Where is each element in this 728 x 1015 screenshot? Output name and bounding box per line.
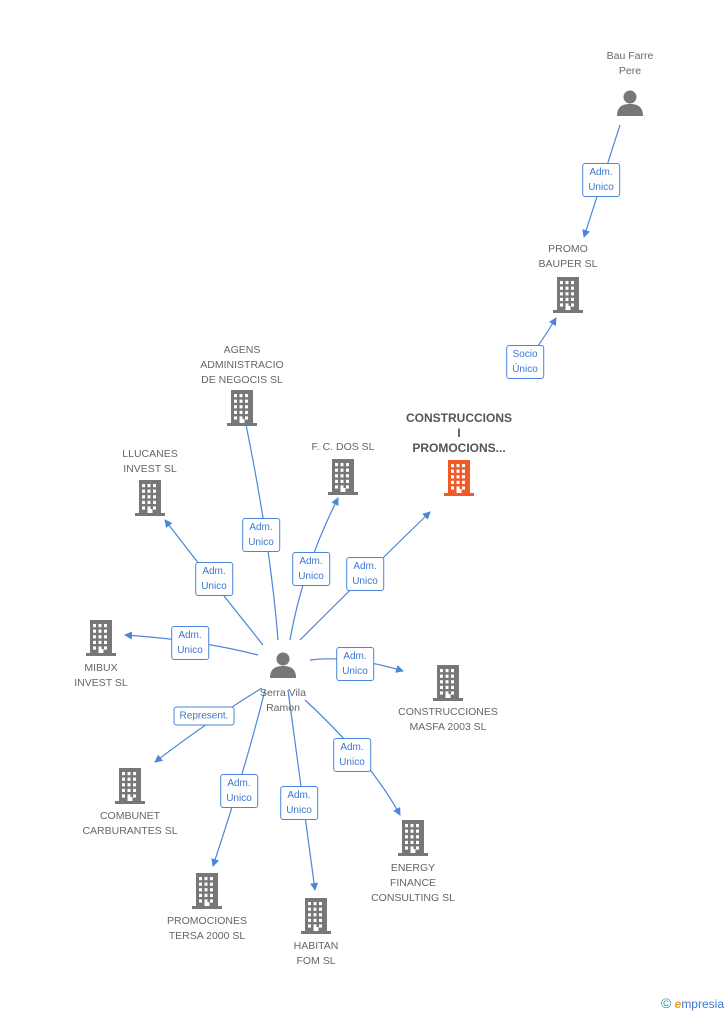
edge-label-serra-to-fcdos[interactable]: Adm. Unico	[292, 552, 330, 586]
node-label-mibux[interactable]: MIBUX INVEST SL	[74, 662, 128, 689]
node-label-promo_bauper[interactable]: PROMO BAUPER SL	[538, 243, 598, 270]
edge-label-serra-to-masfa[interactable]: Adm. Unico	[336, 647, 374, 681]
edge-label-serra-to-habitan[interactable]: Adm. Unico	[280, 786, 318, 820]
copyright-icon: ©	[660, 995, 672, 1011]
building-icon-agens[interactable]	[227, 390, 257, 431]
node-label-tersa[interactable]: PROMOCIONES TERSA 2000 SL	[167, 915, 247, 942]
building-icon-mibux[interactable]	[86, 620, 116, 661]
edge-serra-to-habitan	[287, 689, 319, 891]
node-label-fcdos[interactable]: F. C. DOS SL	[311, 441, 375, 453]
person-icon-bau[interactable]	[616, 89, 644, 122]
building-icon-masfa[interactable]	[433, 665, 463, 706]
building-icon-tersa[interactable]	[192, 873, 222, 914]
building-icon-construccions[interactable]	[444, 460, 474, 501]
person-icon-serra[interactable]	[269, 651, 297, 684]
building-icon-fcdos[interactable]	[328, 459, 358, 500]
node-label-bau[interactable]: Bau Farre Pere	[606, 50, 654, 77]
edge-label-bau-to-promo_bauper[interactable]: Adm. Unico	[582, 163, 620, 197]
node-label-masfa[interactable]: CONSTRUCCIONES MASFA 2003 SL	[398, 706, 498, 733]
edge-label-serra-to-energy[interactable]: Adm. Unico	[333, 738, 371, 772]
node-label-construccions[interactable]: CONSTRUCCIONS I PROMOCIONS...	[405, 411, 513, 455]
node-label-serra[interactable]: Serra Vila Ramon	[260, 687, 306, 714]
building-icon-habitan[interactable]	[301, 898, 331, 939]
node-label-agens[interactable]: AGENS ADMINISTRACIO DE NEGOCIS SL	[200, 344, 284, 386]
building-icon-combunet[interactable]	[115, 768, 145, 809]
edge-label-serra-to-construccions[interactable]: Adm. Unico	[346, 557, 384, 591]
building-icon-llucanes[interactable]	[135, 480, 165, 521]
edge-label-serra-to-tersa[interactable]: Adm. Unico	[220, 774, 258, 808]
node-label-llucanes[interactable]: LLUCANES INVEST SL	[122, 448, 178, 475]
edge-label-serra-to-agens[interactable]: Adm. Unico	[242, 518, 280, 552]
node-label-combunet[interactable]: COMBUNET CARBURANTES SL	[82, 810, 178, 837]
building-icon-promo_bauper[interactable]	[553, 277, 583, 318]
edge-bau-to-promo_bauper	[582, 124, 621, 238]
node-label-energy[interactable]: ENERGY FINANCE CONSULTING SL	[371, 862, 455, 904]
edge-label-construccions-to-promo_bauper[interactable]: Socio Único	[506, 345, 544, 379]
node-label-habitan[interactable]: HABITAN FOM SL	[293, 940, 339, 967]
empresia-brand[interactable]: © empresia	[660, 995, 724, 1011]
edge-label-serra-to-combunet[interactable]: Represent.	[173, 706, 235, 726]
building-icon-energy[interactable]	[398, 820, 428, 861]
edge-label-serra-to-llucanes[interactable]: Adm. Unico	[195, 562, 233, 596]
edge-label-serra-to-mibux[interactable]: Adm. Unico	[171, 626, 209, 660]
